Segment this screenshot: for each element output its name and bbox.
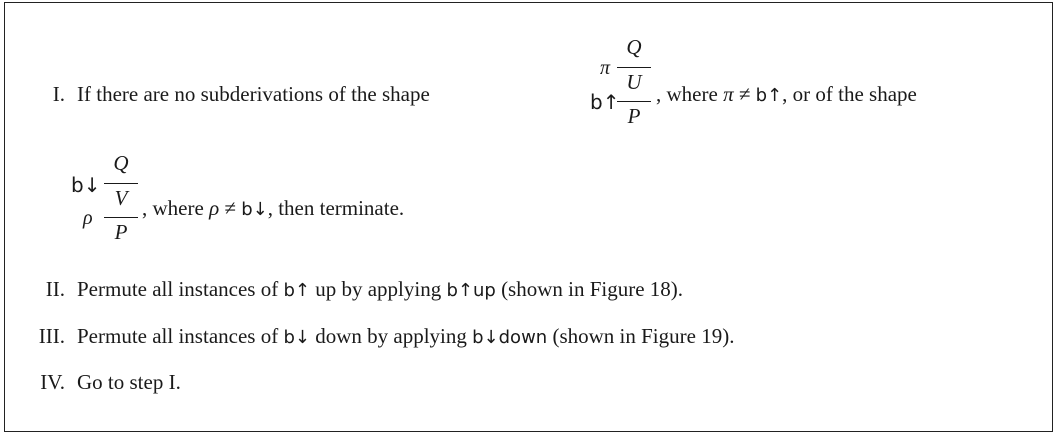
- shape-1-bottom-formula: P: [627, 104, 641, 128]
- shape-1-top-formula: Q: [626, 35, 642, 59]
- step-1-numeral: I.: [52, 82, 65, 106]
- step-1-condition-1: , where π ≠ b↑, or of the shape: [656, 82, 917, 106]
- step-2-text: Permute all instances of b↑ up by applyi…: [77, 277, 684, 301]
- algorithm-box: I. If there are no subderivations of the…: [4, 2, 1053, 432]
- shape-1-rule-top: π: [600, 57, 611, 79]
- step-3-text: Permute all instances of b↓ down by appl…: [77, 324, 735, 348]
- shape-1-rule-bottom: b↑: [590, 90, 620, 114]
- shape-2-upper-bar: [104, 183, 138, 185]
- shape-2-rule-top: b↓: [71, 173, 101, 197]
- shape-2-top-formula: Q: [113, 151, 129, 175]
- step-4-numeral: IV.: [40, 370, 65, 394]
- shape-2-mid-formula: V: [114, 186, 128, 210]
- step-4-text: Go to step I.: [77, 370, 181, 394]
- shape-2-rule-bottom: ρ: [83, 207, 93, 229]
- shape-2-bottom-formula: P: [114, 220, 128, 244]
- shape-1-upper-bar: [617, 67, 651, 69]
- shape-2-lower-bar: [104, 217, 138, 219]
- step-3-numeral: III.: [38, 324, 65, 348]
- shape-1-lower-bar: [617, 101, 651, 103]
- step-2-numeral: II.: [45, 277, 65, 301]
- step-1-text-before: If there are no subderivations of the sh…: [77, 82, 430, 106]
- step-1-condition-2: , where ρ ≠ b↓, then terminate.: [142, 196, 405, 220]
- shape-1-mid-formula: U: [626, 70, 642, 94]
